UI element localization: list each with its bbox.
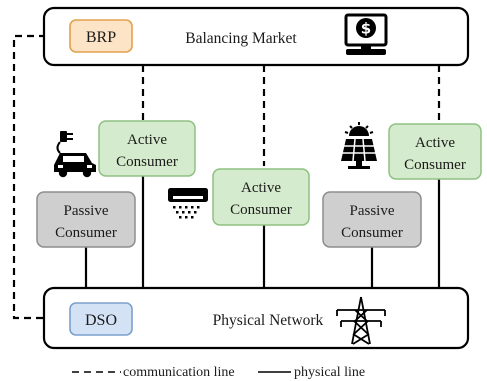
legend: communication line physical line (72, 365, 365, 380)
physical-network-label: Physical Network (213, 312, 324, 329)
passive-consumer-box-1 (36, 191, 136, 248)
active-consumer-box-3 (388, 123, 482, 180)
brp-dso-link (12, 34, 70, 320)
solar-panel-icon (341, 122, 377, 169)
active-consumer-box-1 (98, 120, 196, 177)
passive-consumer-2-line1: Passive (350, 203, 395, 219)
legend-physical-label: physical line (294, 365, 365, 380)
balancing-market-label: Balancing Market (185, 30, 297, 47)
active-consumer-3-line2: Consumer (404, 157, 466, 173)
active-consumer-box-2 (212, 168, 310, 226)
active-consumer-2-line2: Consumer (230, 202, 292, 218)
passive-consumer-2-line2: Consumer (341, 225, 403, 241)
passive-consumer-1-line2: Consumer (55, 225, 117, 241)
communication-lines (12, 34, 441, 320)
legend-communication-label: communication line (123, 365, 235, 380)
passive-consumer-box-2 (322, 191, 422, 248)
brp-label: BRP (86, 29, 116, 46)
svg-text:$: $ (361, 20, 371, 38)
active-consumer-1-line2: Consumer (116, 154, 178, 170)
passive-consumer-1-line1: Passive (64, 203, 109, 219)
transmission-tower-icon (336, 296, 386, 345)
air-conditioner-icon (168, 188, 208, 219)
active-consumer-1-line1: Active (127, 132, 167, 148)
dso-label: DSO (85, 312, 117, 329)
active-consumer-3-line1: Active (415, 135, 455, 151)
active-consumer-2-line1: Active (241, 180, 281, 196)
brp-box (69, 19, 133, 53)
dollar-monitor-icon: $ (344, 13, 388, 55)
physical-lines (84, 176, 441, 288)
dso-box (69, 302, 133, 336)
ev-charging-car-icon (54, 131, 96, 178)
